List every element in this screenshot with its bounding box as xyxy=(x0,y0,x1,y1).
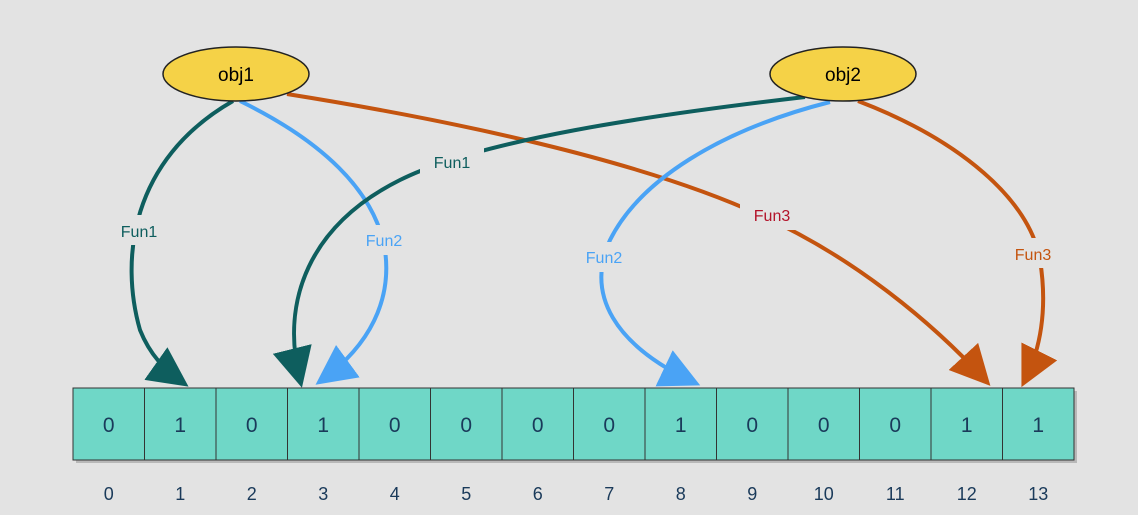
bit-cell-box xyxy=(930,387,1003,461)
bit-cell-box xyxy=(644,387,717,461)
bit-cell-box xyxy=(716,387,789,461)
bit-index: 7 xyxy=(604,484,614,504)
bit-index: 9 xyxy=(747,484,757,504)
edge-label-obj1-fun3: Fun3 xyxy=(754,208,791,225)
bit-value: 0 xyxy=(818,414,830,437)
edge-obj2-fun1 xyxy=(272,95,806,388)
bit-index: 13 xyxy=(1028,484,1048,504)
bit-cell: 1 xyxy=(930,387,1006,463)
bit-index: 0 xyxy=(104,484,114,504)
bit-value: 0 xyxy=(889,414,901,437)
edge-obj2-fun2 xyxy=(599,100,831,387)
bit-cell-box xyxy=(1002,387,1075,461)
bit-cell: 0 xyxy=(430,387,505,463)
node-obj1-label: obj1 xyxy=(218,65,254,86)
bit-index: 2 xyxy=(247,484,257,504)
bit-cell: 1 xyxy=(144,387,219,463)
bit-value: 0 xyxy=(746,414,758,437)
bit-cell-box xyxy=(787,387,860,461)
bit-index: 3 xyxy=(318,484,328,504)
node-obj1-ellipse xyxy=(162,46,310,102)
bit-cell: 0 xyxy=(358,387,434,463)
edge-label-obj2-fun1: Fun1 xyxy=(434,155,471,172)
bit-index: 1 xyxy=(175,484,185,504)
edge-label-obj2-fun3: Fun3 xyxy=(1015,247,1052,264)
bit-value: 0 xyxy=(460,414,472,437)
bit-cell: 0 xyxy=(716,387,791,463)
bit-value: 0 xyxy=(603,414,615,437)
bit-value: 0 xyxy=(532,414,544,437)
bit-index: 10 xyxy=(814,484,834,504)
bit-cell: 1 xyxy=(1002,387,1077,463)
node-obj1: obj1 xyxy=(162,46,310,102)
bit-cell: 0 xyxy=(215,387,291,463)
bit-value: 0 xyxy=(389,414,401,437)
bit-cell: 1 xyxy=(644,387,720,463)
edge-obj1-fun1 xyxy=(129,99,234,387)
bit-cell: 0 xyxy=(859,387,934,463)
bit-cell-box xyxy=(859,387,932,461)
bit-cell-box xyxy=(287,387,360,461)
edge-labels: Fun1 Fun2 Fun3 Fun1 Fun2 Fun3 xyxy=(108,147,1065,272)
bit-index: 11 xyxy=(886,484,905,504)
edge-obj1-fun3 xyxy=(286,92,991,386)
bit-value: 0 xyxy=(103,414,115,437)
bit-cell-box xyxy=(358,387,431,461)
edge-label-obj1-fun2: Fun2 xyxy=(366,233,403,250)
bit-value: 1 xyxy=(1032,414,1044,437)
bit-cell-box xyxy=(144,387,217,461)
bit-array: 0 1 0 1 0 0 0 0 1 0 0 0 1 1 xyxy=(72,387,1077,463)
bit-value: 1 xyxy=(961,414,973,437)
bit-index: 8 xyxy=(676,484,686,504)
edge-label-obj2-fun2: Fun2 xyxy=(586,250,623,267)
bit-cell: 0 xyxy=(501,387,577,463)
bit-cell-box xyxy=(430,387,503,461)
bit-cell: 0 xyxy=(573,387,648,463)
bit-cell: 0 xyxy=(72,387,148,463)
bit-cell-box xyxy=(501,387,574,461)
bit-index: 4 xyxy=(390,484,400,504)
node-obj2: obj2 xyxy=(769,46,917,102)
bit-index: 5 xyxy=(461,484,471,504)
bit-index: 6 xyxy=(533,484,543,504)
bit-cell-box xyxy=(215,387,288,461)
bit-cell: 1 xyxy=(287,387,362,463)
bit-value: 1 xyxy=(174,414,186,437)
bit-index: 12 xyxy=(957,484,977,504)
bit-cell: 0 xyxy=(787,387,863,463)
edge-label-obj1-fun1: Fun1 xyxy=(121,224,158,241)
node-obj2-ellipse xyxy=(769,46,917,102)
edges xyxy=(129,92,1058,388)
bit-value: 1 xyxy=(675,414,687,437)
bit-value: 0 xyxy=(246,414,258,437)
bit-value: 1 xyxy=(317,414,329,437)
bit-cell-box xyxy=(573,387,646,461)
node-obj2-label: obj2 xyxy=(825,65,861,86)
